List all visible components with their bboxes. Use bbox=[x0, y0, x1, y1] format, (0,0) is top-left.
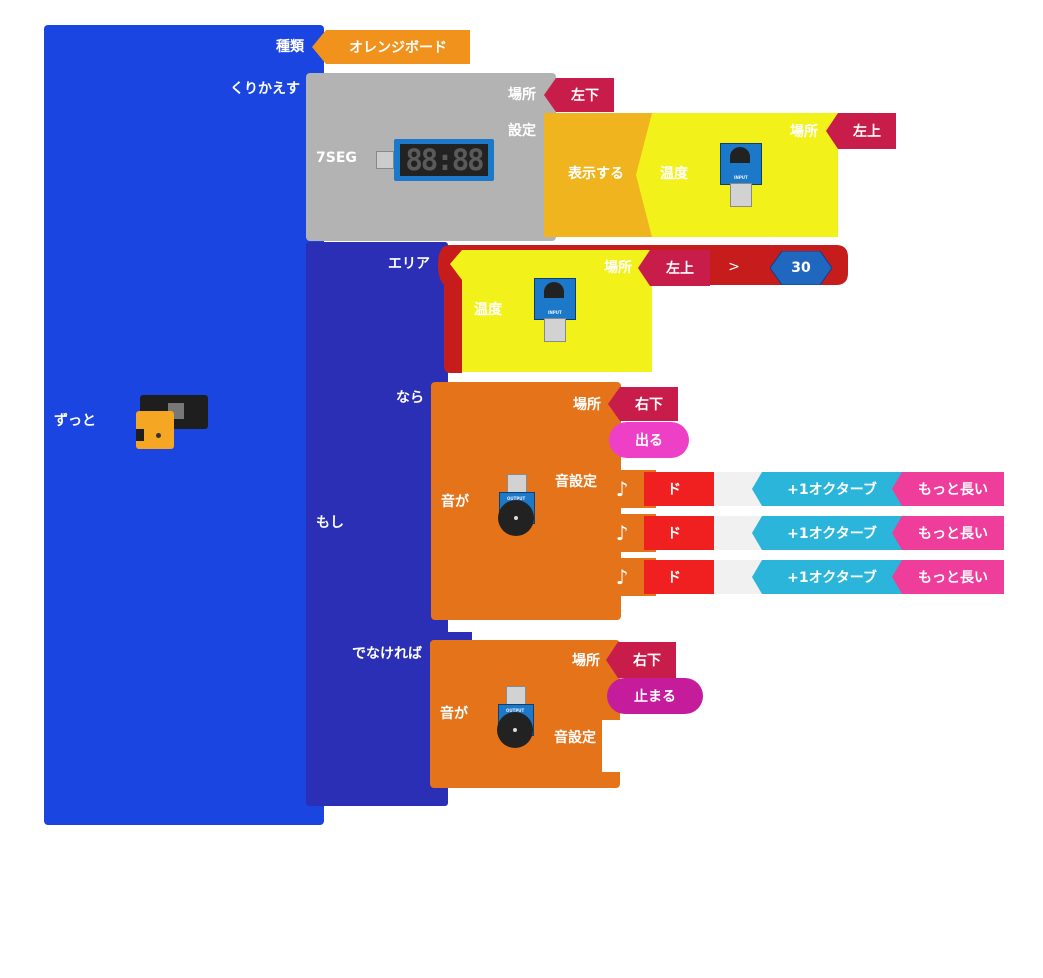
seg7-digits: 88:88 bbox=[405, 143, 484, 177]
length-value[interactable]: もっと長い bbox=[892, 560, 1004, 594]
sound-setting-slot[interactable] bbox=[602, 720, 620, 772]
board-kind-value[interactable]: オレンジボード bbox=[312, 30, 470, 64]
length-value[interactable]: もっと長い bbox=[892, 516, 1004, 550]
octave-value[interactable]: +1オクターブ bbox=[752, 516, 902, 550]
repeat-label: くりかえす bbox=[230, 81, 300, 97]
note-row[interactable]: ♪ ド +1オクターブ もっと長い bbox=[604, 558, 1006, 596]
sound-else-location-label: 場所 bbox=[572, 653, 600, 669]
forever-label: ずっと bbox=[54, 413, 96, 429]
area-label: エリア bbox=[388, 256, 430, 272]
temp-label: 温度 bbox=[660, 166, 688, 182]
note-row[interactable]: ♪ ド +1オクターブ もっと長い bbox=[604, 470, 1006, 508]
music-note-icon: ♪ bbox=[615, 565, 629, 589]
sound-label: 音が bbox=[441, 494, 469, 510]
temperature-sensor-icon: INPUT bbox=[720, 143, 762, 207]
speaker-icon-2: OUTPUT bbox=[496, 686, 534, 750]
sound-action-play[interactable]: 出る bbox=[609, 422, 689, 458]
schoolmybit-board-icon bbox=[136, 393, 212, 453]
seg7-location-value[interactable]: 左下 bbox=[544, 78, 614, 112]
else-label: でなければ bbox=[352, 646, 422, 662]
seg7-display-icon: 88:88 bbox=[376, 139, 496, 181]
sound-else-setting-label: 音設定 bbox=[554, 730, 596, 746]
seg7-label: 7SEG bbox=[316, 150, 357, 166]
music-note-icon: ♪ bbox=[615, 521, 629, 545]
note-row[interactable]: ♪ ド +1オクターブ もっと長い bbox=[604, 514, 1006, 552]
speaker-icon: OUTPUT bbox=[497, 474, 535, 538]
octave-value[interactable]: +1オクターブ bbox=[752, 560, 902, 594]
temp-location-label: 場所 bbox=[790, 124, 818, 140]
note-value[interactable]: ド bbox=[644, 560, 714, 594]
octave-value[interactable]: +1オクターブ bbox=[752, 472, 902, 506]
temp2-location-value[interactable]: 左上 bbox=[638, 250, 710, 286]
display-label: 表示する bbox=[568, 166, 624, 182]
sound-action-stop[interactable]: 止まる bbox=[607, 678, 703, 714]
if-else-block[interactable]: もし エリア なら でなければ bbox=[306, 242, 448, 806]
seg7-setting-label: 設定 bbox=[508, 123, 536, 139]
sound-location-label: 場所 bbox=[573, 397, 601, 413]
sound-setting-label: 音設定 bbox=[555, 474, 597, 490]
compare-operator[interactable]: > bbox=[728, 259, 740, 275]
sound-stop-block[interactable]: 音が 場所 音設定 OUTPUT bbox=[430, 640, 620, 788]
temp-location-value[interactable]: 左上 bbox=[826, 113, 896, 149]
temp2-location-label: 場所 bbox=[604, 260, 632, 276]
threshold-number[interactable]: 30 bbox=[770, 251, 832, 285]
temp2-label: 温度 bbox=[474, 302, 502, 318]
temperature-sensor-icon-2: INPUT bbox=[534, 278, 576, 342]
then-label: なら bbox=[396, 390, 424, 406]
kind-label: 種類 bbox=[276, 39, 304, 55]
note-value[interactable]: ド bbox=[644, 472, 714, 506]
length-value[interactable]: もっと長い bbox=[892, 472, 1004, 506]
note-value[interactable]: ド bbox=[644, 516, 714, 550]
forever-block[interactable]: ずっと 種類 くりかえす bbox=[44, 25, 324, 825]
seg7-location-label: 場所 bbox=[508, 87, 536, 103]
seg7-block[interactable]: 7SEG 場所 設定 88:88 bbox=[306, 73, 556, 241]
sound-location-value[interactable]: 右下 bbox=[608, 387, 678, 421]
if-label: もし bbox=[316, 515, 344, 531]
sound-else-label: 音が bbox=[440, 706, 468, 722]
temperature-sensor-block[interactable]: 温度 場所 INPUT bbox=[636, 113, 838, 237]
sound-play-block[interactable]: 音が 場所 音設定 OUTPUT bbox=[431, 382, 621, 620]
sound-else-location-value[interactable]: 右下 bbox=[606, 642, 676, 678]
music-note-icon: ♪ bbox=[615, 477, 629, 501]
temperature-sensor-block-2[interactable]: 温度 場所 INPUT bbox=[450, 250, 652, 372]
